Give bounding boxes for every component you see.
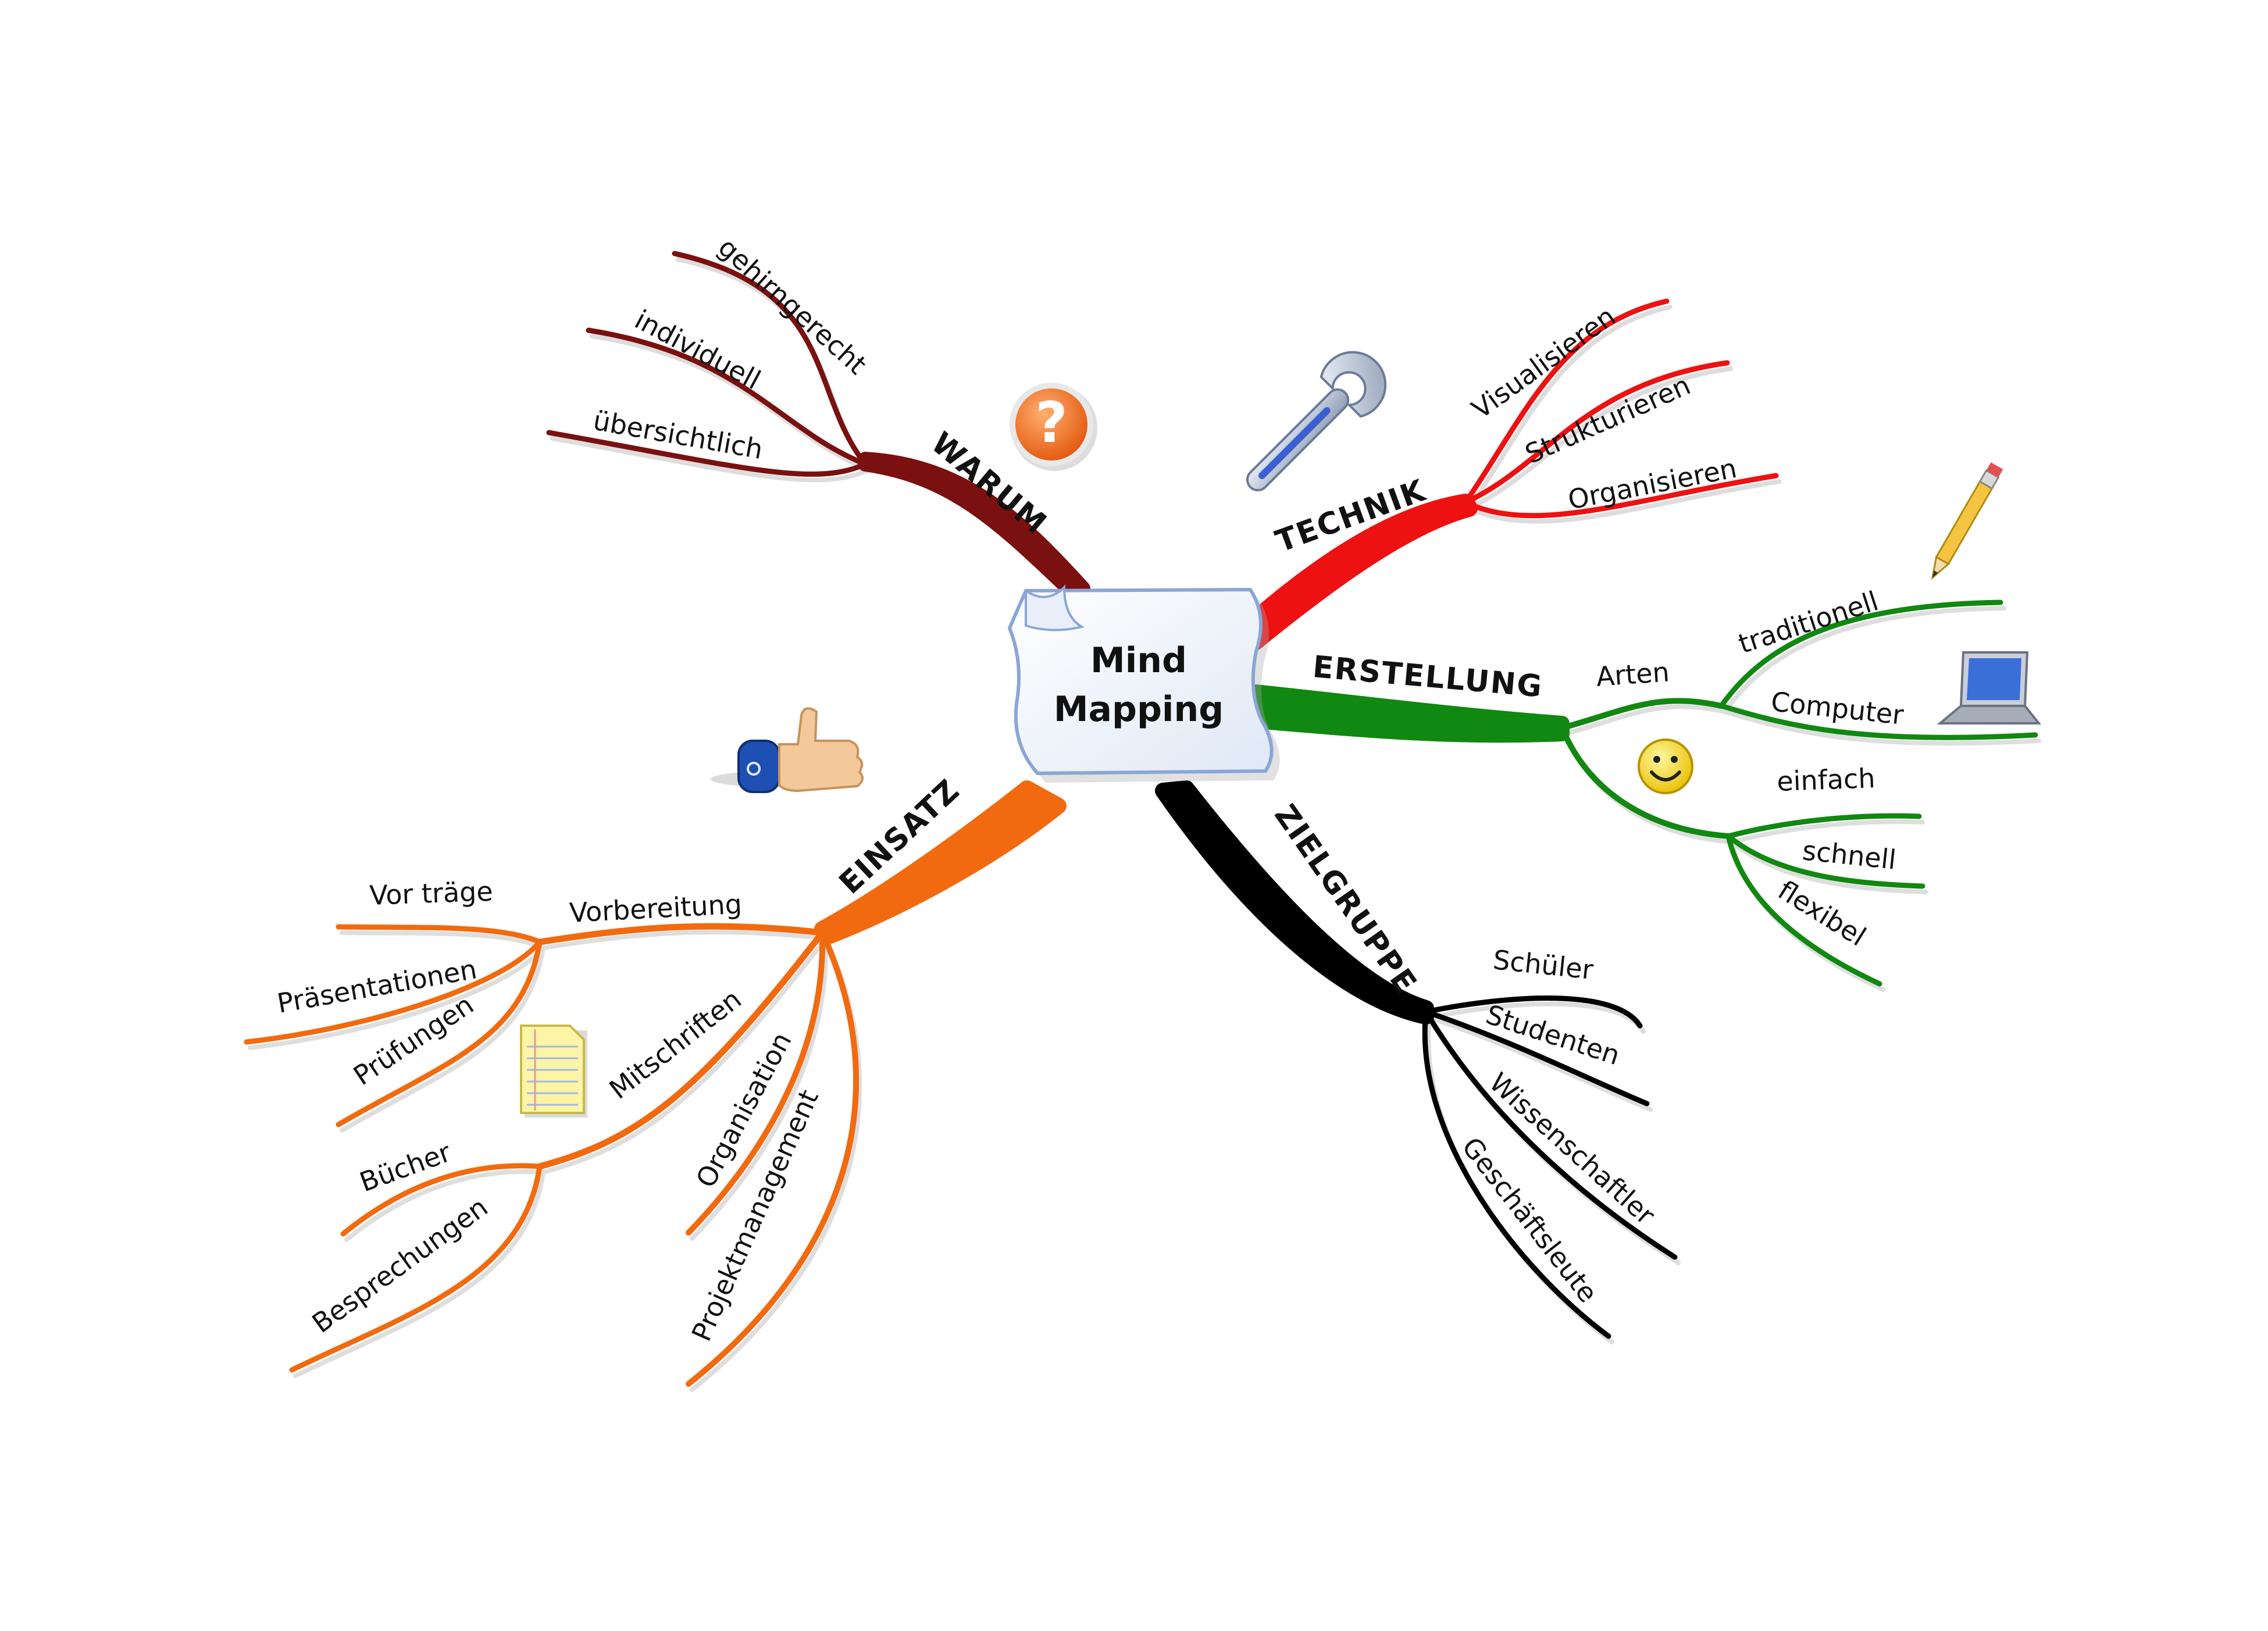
thumbs-up-icon bbox=[711, 707, 864, 793]
technik-twig-visualisieren bbox=[1463, 298, 1670, 505]
warum-twig-gehirngerecht bbox=[672, 251, 868, 467]
erstellung-twig-vorteile bbox=[1559, 725, 1731, 839]
einsatz-twig-buecher bbox=[340, 1163, 543, 1237]
technik-twig-strukturieren bbox=[1463, 360, 1730, 505]
leaf-arten: Arten bbox=[1595, 656, 1670, 693]
erstellung-twig-arten bbox=[1559, 698, 1724, 731]
svg-text:?: ? bbox=[1035, 390, 1068, 455]
leaf-vortraege: Vor träge bbox=[369, 876, 493, 911]
erstellung-twig-traditionell bbox=[1718, 599, 2003, 709]
einsatz-twig-pruefungen bbox=[336, 939, 543, 1127]
erstellung-twig-flexibel bbox=[1725, 833, 1882, 987]
branch-zielgruppe: ZIELGRUPPE Schüler Studenten Wissenschaf… bbox=[1155, 780, 1681, 1344]
erstellung-twig-computer bbox=[1718, 703, 2038, 740]
branch-erstellung: ERSTELLUNG Arten traditionell Computer e… bbox=[1249, 462, 2042, 992]
erstellung-twig-einfach bbox=[1725, 813, 1922, 839]
einsatz-twig-vortraege bbox=[336, 924, 543, 945]
leaf-schnell: schnell bbox=[1801, 834, 1898, 876]
einsatz-twig-praesentationen bbox=[244, 939, 543, 1045]
einsatz-twig-besprechungen bbox=[289, 1164, 543, 1373]
branch-technik: TECHNIK Visualisieren Strukturieren Orga… bbox=[1237, 298, 1782, 651]
center-label-line2: Mapping bbox=[1054, 689, 1224, 730]
leaf-traditionell: traditionell bbox=[1735, 585, 1882, 659]
zielgruppe-twig-geschaeftsleute bbox=[1422, 1009, 1611, 1339]
center-node[interactable]: Mind Mapping bbox=[1007, 584, 1280, 783]
einsatz-twig-organisation bbox=[686, 930, 826, 1236]
leaf-buecher: Bücher bbox=[355, 1136, 455, 1198]
einsatz-twig-vorbereitung bbox=[536, 923, 826, 945]
erstellung-twig-schnell bbox=[1725, 833, 1925, 889]
warum-twig-individuell bbox=[586, 327, 868, 467]
question-mark-icon: ? bbox=[1010, 383, 1097, 471]
notepad-icon bbox=[520, 1025, 587, 1118]
leaf-pruefungen: Prüfungen bbox=[348, 988, 479, 1091]
branch-einsatz: EINSATZ Vorbereitung Vor träge Präsentat… bbox=[244, 707, 1067, 1392]
zielgruppe-twig-studenten bbox=[1423, 1009, 1650, 1107]
zielgruppe-twig-schueler bbox=[1423, 995, 1643, 1029]
zielgruppe-twig-wissenschaftler bbox=[1423, 1009, 1678, 1260]
warum-twig-uebersichtlich bbox=[546, 430, 868, 477]
laptop-icon bbox=[1937, 651, 2042, 725]
branch-warum: WARUM gehirngerecht individuell übersich… bbox=[546, 231, 1097, 604]
einsatz-twig-mitschriften bbox=[536, 929, 826, 1170]
technik-twig-organisieren bbox=[1463, 473, 1779, 519]
smiley-icon bbox=[1638, 738, 1693, 794]
einsatz-twig-projektmanagement bbox=[686, 930, 859, 1387]
leaf-schueler: Schüler bbox=[1492, 944, 1595, 986]
wrench-icon bbox=[1246, 351, 1387, 492]
pencil-icon bbox=[1931, 462, 2003, 580]
center-label-line1: Mind bbox=[1090, 640, 1187, 681]
leaf-vorbereitung: Vorbereitung bbox=[569, 888, 743, 929]
leaf-einfach: einfach bbox=[1776, 762, 1875, 797]
